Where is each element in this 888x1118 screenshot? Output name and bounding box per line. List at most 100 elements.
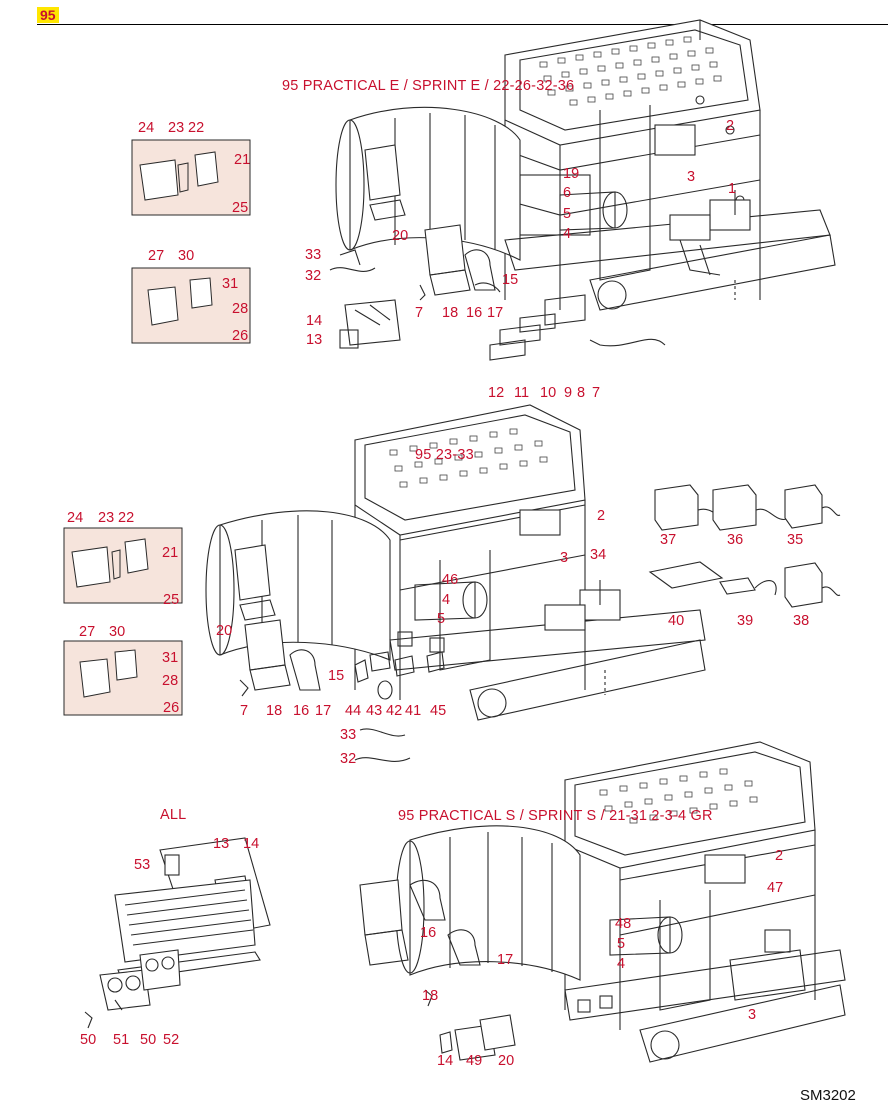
section-title-1: 95 PRACTICAL E / SPRINT E / 22-26-32-36 bbox=[282, 78, 575, 94]
part-label: 34 bbox=[590, 547, 607, 563]
loose-parts-middle bbox=[239, 619, 445, 762]
part-label: 33 bbox=[305, 247, 322, 263]
part-label: 22 bbox=[118, 510, 135, 526]
part-label: 7 bbox=[592, 385, 601, 401]
page-tag: 95 bbox=[37, 7, 59, 23]
part-label: 15 bbox=[328, 668, 345, 684]
part-label: 16 bbox=[466, 305, 483, 321]
document-code: SM3202 bbox=[800, 1087, 856, 1104]
part-label: 14 bbox=[243, 836, 260, 852]
part-label: 18 bbox=[422, 988, 439, 1004]
part-label: 27 bbox=[148, 248, 165, 264]
part-label: 24 bbox=[67, 510, 84, 526]
top-rule bbox=[37, 24, 888, 25]
inset-panel-2b bbox=[63, 640, 183, 716]
part-label: 7 bbox=[240, 703, 249, 719]
part-label: 7 bbox=[415, 305, 424, 321]
part-label: 13 bbox=[213, 836, 230, 852]
section-title-3: ALL bbox=[160, 807, 187, 823]
part-label: 4 bbox=[563, 226, 572, 242]
part-label: 33 bbox=[340, 727, 357, 743]
part-label: 8 bbox=[577, 385, 586, 401]
section-title-2: 95 23-33 bbox=[415, 447, 474, 463]
part-label: 35 bbox=[787, 532, 804, 548]
part-label: 42 bbox=[386, 703, 403, 719]
part-label: 38 bbox=[793, 613, 810, 629]
part-label: 18 bbox=[266, 703, 283, 719]
part-label: 5 bbox=[437, 611, 446, 627]
part-label: 10 bbox=[540, 385, 557, 401]
part-label: 26 bbox=[163, 700, 180, 716]
part-label: 49 bbox=[466, 1053, 483, 1069]
part-label: 23 bbox=[168, 120, 185, 136]
part-label: 24 bbox=[138, 120, 155, 136]
part-label: 51 bbox=[113, 1032, 130, 1048]
part-label: 4 bbox=[617, 956, 626, 972]
part-label: 17 bbox=[497, 952, 514, 968]
part-label: 23 bbox=[98, 510, 115, 526]
part-label: 28 bbox=[232, 301, 249, 317]
part-label: 31 bbox=[162, 650, 179, 666]
section-title-4: 95 PRACTICAL S / SPRINT S / 21-31 2-3-4 … bbox=[398, 808, 713, 824]
part-label: 41 bbox=[405, 703, 422, 719]
part-label: 52 bbox=[163, 1032, 180, 1048]
part-label: 22 bbox=[188, 120, 205, 136]
part-label: 18 bbox=[442, 305, 459, 321]
part-label: 26 bbox=[232, 328, 249, 344]
part-label: 46 bbox=[442, 572, 459, 588]
part-label: 25 bbox=[163, 592, 180, 608]
part-label: 40 bbox=[668, 613, 685, 629]
part-label: 5 bbox=[563, 206, 572, 222]
part-label: 16 bbox=[420, 925, 437, 941]
part-label: 36 bbox=[727, 532, 744, 548]
loose-parts-top bbox=[329, 224, 666, 361]
part-label: 20 bbox=[216, 623, 233, 639]
part-label: 28 bbox=[162, 673, 179, 689]
part-label: 48 bbox=[615, 916, 632, 932]
inset-panel-2a bbox=[63, 527, 183, 604]
part-label: 14 bbox=[306, 313, 323, 329]
part-label: 20 bbox=[498, 1053, 515, 1069]
part-label: 2 bbox=[726, 118, 735, 134]
part-label: 6 bbox=[563, 185, 572, 201]
part-label: 2 bbox=[597, 508, 606, 524]
part-label: 3 bbox=[687, 169, 696, 185]
part-label: 3 bbox=[560, 550, 569, 566]
part-label: 17 bbox=[487, 305, 504, 321]
part-label: 19 bbox=[563, 166, 580, 182]
part-label: 44 bbox=[345, 703, 362, 719]
all-parts bbox=[84, 837, 271, 1029]
machine-bottom bbox=[395, 741, 846, 1063]
part-label: 20 bbox=[392, 228, 409, 244]
part-label: 30 bbox=[109, 624, 126, 640]
part-label: 27 bbox=[79, 624, 96, 640]
inset-panel-1a bbox=[131, 139, 251, 216]
part-label: 37 bbox=[660, 532, 677, 548]
part-label: 39 bbox=[737, 613, 754, 629]
part-label: 2 bbox=[775, 848, 784, 864]
part-label: 3 bbox=[748, 1007, 757, 1023]
part-label: 17 bbox=[315, 703, 332, 719]
part-label: 31 bbox=[222, 276, 239, 292]
part-label: 15 bbox=[502, 272, 519, 288]
inset-panel-1b bbox=[131, 267, 251, 344]
part-label: 11 bbox=[514, 385, 530, 401]
part-label: 12 bbox=[488, 385, 505, 401]
accessories bbox=[648, 484, 841, 608]
part-label: 1 bbox=[728, 181, 737, 197]
part-label: 47 bbox=[767, 880, 784, 896]
part-label: 9 bbox=[564, 385, 573, 401]
part-label: 25 bbox=[232, 200, 249, 216]
part-label: 14 bbox=[437, 1053, 454, 1069]
part-label: 21 bbox=[234, 152, 251, 168]
part-label: 43 bbox=[366, 703, 383, 719]
part-label: 45 bbox=[430, 703, 447, 719]
part-label: 32 bbox=[305, 268, 322, 284]
part-label: 50 bbox=[80, 1032, 97, 1048]
part-label: 4 bbox=[442, 592, 451, 608]
part-label: 32 bbox=[340, 751, 357, 767]
part-label: 13 bbox=[306, 332, 323, 348]
part-label: 30 bbox=[178, 248, 195, 264]
machine-top bbox=[335, 19, 836, 311]
